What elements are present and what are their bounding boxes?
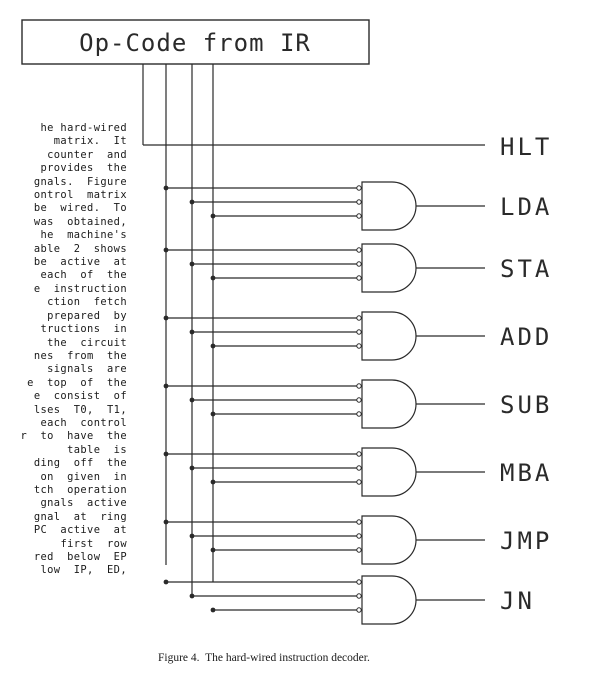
text-line: gnal at ring: [33, 510, 127, 523]
and-gate-sub: [361, 379, 417, 429]
text-line: gnals. Figure: [33, 175, 127, 188]
text-line: e consist of: [33, 390, 127, 403]
text-line: each of the: [40, 269, 127, 282]
and-gate-jn: [361, 575, 417, 625]
junction-dot: [189, 533, 195, 539]
text-line: ction fetch: [47, 296, 127, 309]
input-bubble: [356, 213, 362, 219]
junction-dot: [163, 315, 169, 321]
output-label-add: ADD: [500, 323, 552, 351]
junction-dot: [210, 343, 216, 349]
junction-dot: [189, 593, 195, 599]
text-line: table is: [67, 443, 127, 456]
and-gate-sta: [361, 243, 417, 293]
input-bubble: [356, 397, 362, 403]
junction-dot: [189, 465, 195, 471]
input-bubble: [356, 261, 362, 267]
input-bubble: [356, 247, 362, 253]
and-gate-jmp: [361, 515, 417, 565]
input-bubble: [356, 343, 362, 349]
input-bubble: [356, 383, 362, 389]
junction-dot: [163, 185, 169, 191]
junction-dot: [210, 213, 216, 219]
text-line: low IP, ED,: [40, 564, 127, 577]
text-line: matrix. It: [53, 135, 127, 148]
input-bubble: [356, 185, 362, 191]
text-line: e top of the: [27, 376, 127, 389]
text-line: tch operation: [33, 483, 127, 496]
junction-dot: [163, 383, 169, 389]
output-label-lda: LDA: [500, 193, 552, 221]
opcode-box: [21, 19, 370, 65]
junction-dot: [210, 479, 216, 485]
text-line: ding off the: [33, 457, 127, 470]
text-line: PC active at: [33, 524, 127, 537]
text-line: the circuit: [47, 336, 127, 349]
text-line: e instruction: [33, 282, 127, 295]
output-label-sub: SUB: [500, 391, 552, 419]
text-line: ontrol matrix: [33, 189, 127, 202]
input-bubble: [356, 275, 362, 281]
input-bubble: [356, 533, 362, 539]
text-line: he hard-wired: [40, 122, 127, 134]
text-line: r to have the: [20, 430, 127, 443]
text-line: prepared by: [47, 309, 127, 322]
junction-dot: [189, 199, 195, 205]
input-bubble: [356, 479, 362, 485]
junction-dot: [189, 397, 195, 403]
text-line: provides the: [40, 162, 127, 175]
junction-dot: [163, 579, 169, 585]
text-line: be active at: [33, 256, 127, 269]
text-line: able 2 shows: [33, 242, 127, 255]
junction-dot: [210, 607, 216, 613]
input-bubble: [356, 465, 362, 471]
junction-dot: [163, 519, 169, 525]
text-line: was obtained,: [33, 215, 127, 228]
input-bubble: [356, 199, 362, 205]
text-line: he machine's: [40, 229, 127, 242]
junction-dot: [210, 547, 216, 553]
input-bubble: [356, 411, 362, 417]
input-bubble: [356, 547, 362, 553]
text-line: tructions in: [40, 323, 127, 336]
input-bubble: [356, 519, 362, 525]
figure-caption: Figure 4. The hard-wired instruction dec…: [158, 652, 370, 664]
text-line: be wired. To: [33, 202, 127, 215]
and-gate-add: [361, 311, 417, 361]
text-line: on given in: [40, 470, 127, 483]
and-gate-mba: [361, 447, 417, 497]
and-gate-lda: [361, 181, 417, 231]
junction-dot: [189, 329, 195, 335]
output-label-jn: JN: [500, 587, 535, 615]
junction-dot: [210, 411, 216, 417]
output-label-sta: STA: [500, 255, 552, 283]
text-line: first row: [60, 537, 127, 550]
opcode-box-label: Op-Code from IR: [79, 29, 311, 57]
text-line: counter and: [47, 148, 127, 161]
junction-dot: [163, 247, 169, 253]
text-line: lses T0, T1,: [33, 403, 127, 416]
text-line: signals are: [47, 363, 127, 376]
junction-dot: [210, 275, 216, 281]
input-bubble: [356, 451, 362, 457]
input-bubble: [356, 315, 362, 321]
output-label-hlt: HLT: [500, 133, 552, 161]
junction-dot: [189, 261, 195, 267]
output-label-jmp: JMP: [500, 527, 552, 555]
output-label-mba: MBA: [500, 459, 552, 487]
text-line: red below EP: [33, 551, 127, 563]
text-line: gnals active: [40, 497, 127, 510]
text-line: each control: [40, 416, 127, 429]
junction-dot: [163, 451, 169, 457]
text-line: nes from the: [33, 349, 127, 362]
input-bubble: [356, 579, 362, 585]
input-bubble: [356, 607, 362, 613]
input-bubble: [356, 593, 362, 599]
input-bubble: [356, 329, 362, 335]
